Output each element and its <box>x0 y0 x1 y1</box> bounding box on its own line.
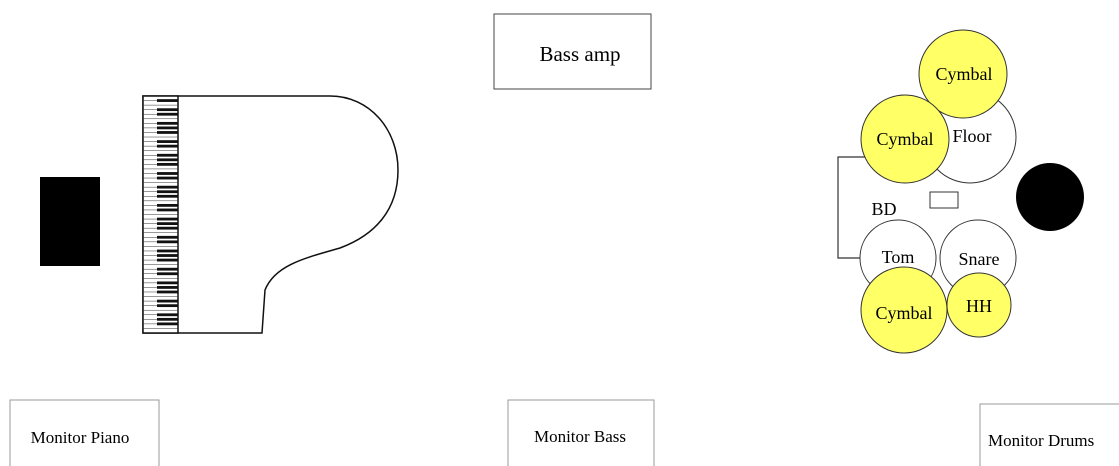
piano-black-key <box>157 226 178 230</box>
piano-black-key <box>157 272 178 276</box>
cymbal-left <box>860 94 950 184</box>
piano-black-key <box>157 153 178 157</box>
piano-black-key <box>157 108 178 112</box>
piano-black-key <box>157 144 178 148</box>
piano-black-key <box>157 162 178 166</box>
piano-black-key <box>157 299 178 303</box>
piano-black-key <box>157 286 178 289</box>
piano-black-key <box>157 99 178 102</box>
piano-black-key <box>157 222 178 226</box>
piano-black-key <box>157 208 178 212</box>
snare-label: Snare <box>959 249 1000 269</box>
piano-black-key <box>157 258 178 262</box>
cymbal-left-label: Cymbal <box>877 129 934 149</box>
piano-bench <box>40 177 100 266</box>
piano-black-key <box>157 190 178 194</box>
hihat-label: HH <box>966 296 992 316</box>
monitor-bass-label: Monitor Bass <box>534 427 626 446</box>
bass-amp-label: Bass amp <box>539 42 620 66</box>
piano-black-key <box>157 254 178 257</box>
piano-black-key <box>157 304 178 308</box>
piano-black-key <box>157 121 178 125</box>
monitor-piano-label: Monitor Piano <box>31 428 130 447</box>
cymbal-top-label: Cymbal <box>936 64 993 84</box>
piano-black-key <box>157 158 178 162</box>
drum-pedal <box>929 191 959 209</box>
piano-black-key <box>157 317 178 321</box>
drum-throne <box>1016 163 1084 231</box>
bass-amp: Bass amp <box>493 13 652 90</box>
monitor-bass: Monitor Bass <box>507 399 655 466</box>
piano-black-key <box>157 194 178 198</box>
piano-black-key <box>157 185 178 189</box>
tom-label: Tom <box>882 247 915 267</box>
piano-black-key <box>157 203 178 207</box>
piano-black-key <box>157 140 178 143</box>
bass-drum-label: BD <box>871 199 896 219</box>
cymbal-top <box>918 29 1008 119</box>
cymbal-bottom-label: Cymbal <box>876 303 933 323</box>
piano-black-key <box>157 131 178 134</box>
piano-black-key <box>157 290 178 294</box>
grand-piano <box>142 95 399 334</box>
piano-black-key <box>157 313 178 317</box>
piano-keys <box>143 99 178 329</box>
piano-black-key <box>157 235 178 239</box>
piano-black-key <box>157 322 178 326</box>
piano-black-key <box>157 112 178 116</box>
floor-tom-label: Floor <box>952 126 991 146</box>
piano-black-key <box>157 267 178 271</box>
piano-black-key <box>157 217 178 221</box>
hihat <box>946 272 1012 338</box>
piano-black-key <box>157 176 178 180</box>
piano-black-key <box>157 249 178 253</box>
monitor-drums-label: Monitor Drums <box>988 431 1094 450</box>
piano-black-key <box>157 240 178 244</box>
monitor-drums: Monitor Drums <box>979 403 1119 466</box>
piano-black-key <box>157 126 178 130</box>
piano-black-key <box>157 281 178 285</box>
drum-kit: BD Floor Cymbal Cymbal Tom Snare Cymbal … <box>837 29 1084 354</box>
piano-black-key <box>157 172 178 175</box>
monitor-piano: Monitor Piano <box>9 399 160 466</box>
